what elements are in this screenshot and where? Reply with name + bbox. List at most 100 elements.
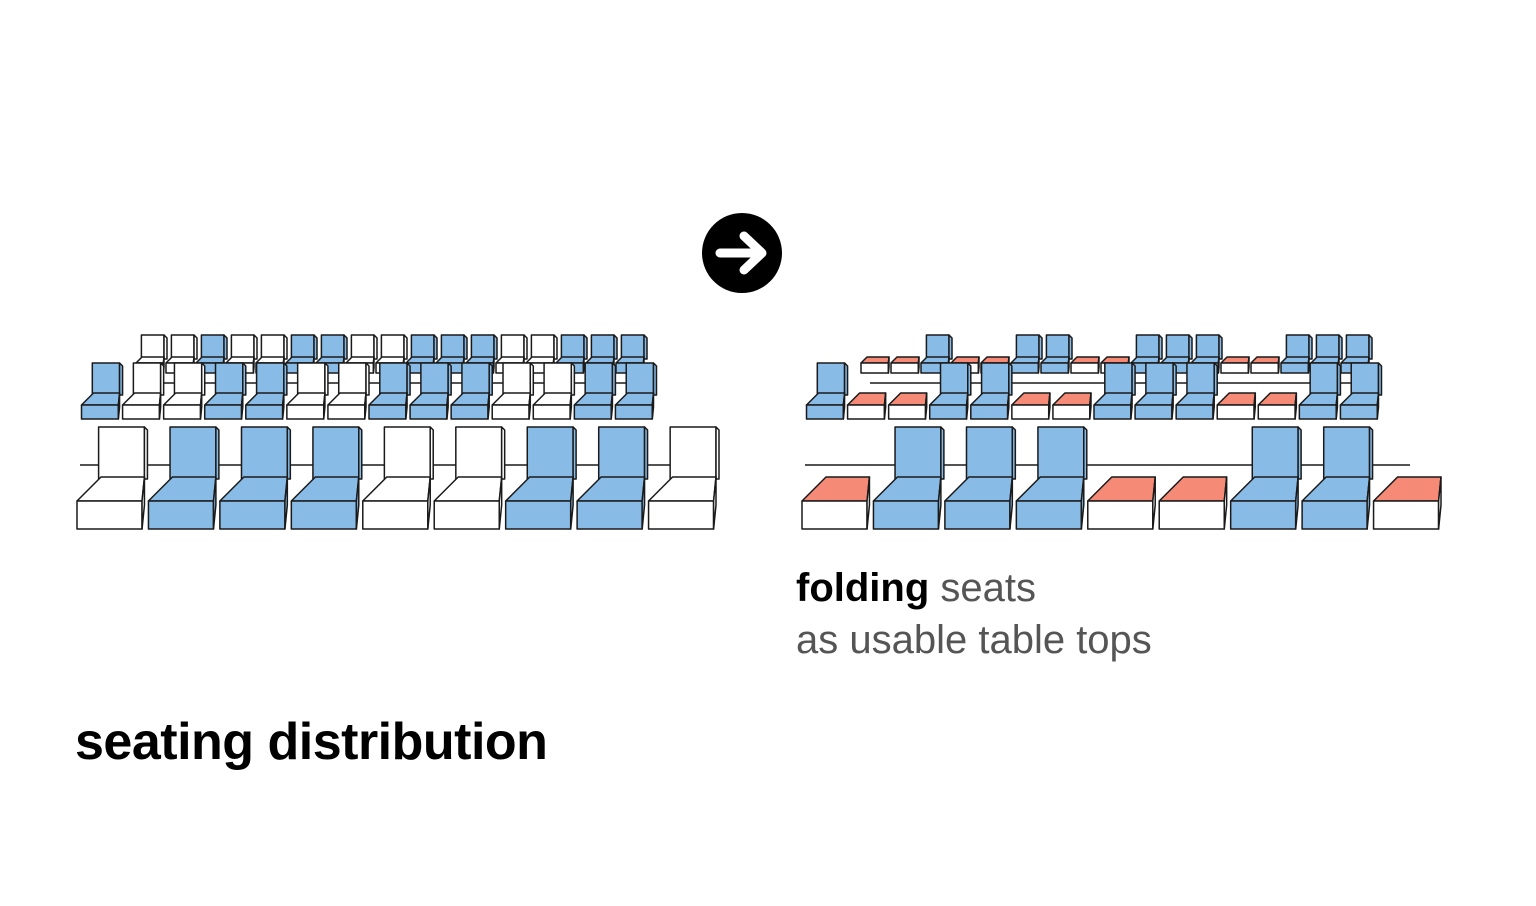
seat-top xyxy=(315,356,345,364)
seat-backrest-side xyxy=(611,362,617,396)
middle-row-seat xyxy=(162,362,206,420)
middle-row-seat xyxy=(805,362,849,420)
seat-side xyxy=(1294,392,1298,420)
seat-front xyxy=(614,404,654,420)
seat-backrest-side xyxy=(523,334,528,360)
seat-top xyxy=(1087,476,1156,502)
seat-top xyxy=(195,356,225,364)
seat-backrest xyxy=(1322,426,1371,480)
seat-top xyxy=(920,356,950,364)
seat-front xyxy=(147,500,215,530)
seat-backrest xyxy=(939,362,969,396)
seat-backrest-side xyxy=(159,362,165,396)
seat-top xyxy=(801,476,871,502)
seat-backrest-side xyxy=(500,426,506,480)
seat-backrest-side xyxy=(1338,334,1343,360)
seat-backrest xyxy=(91,362,121,396)
front-row-seat xyxy=(1015,426,1088,530)
seat-front xyxy=(1015,500,1083,530)
seat-backrest xyxy=(980,362,1010,396)
back-row-seat xyxy=(860,356,890,374)
seat-front xyxy=(928,404,968,420)
seat-backrest xyxy=(1315,334,1340,360)
seat-backrest xyxy=(440,334,465,360)
seat-backrest xyxy=(420,362,449,396)
seat-backrest xyxy=(169,426,217,480)
seat-front xyxy=(1216,404,1255,420)
front-row-seat xyxy=(504,426,577,530)
front-row-seat xyxy=(1301,426,1374,530)
seat-top xyxy=(345,356,375,364)
seat-side xyxy=(712,476,717,530)
seat-side xyxy=(158,392,162,420)
seat-top xyxy=(162,392,203,406)
seat-top xyxy=(585,356,615,364)
seat-top xyxy=(860,356,890,364)
seat-side xyxy=(492,356,495,374)
seat-top xyxy=(327,392,367,406)
middle-row-seat xyxy=(286,362,329,420)
seat-top xyxy=(890,356,920,364)
seat-top xyxy=(525,356,555,364)
seat-top xyxy=(1011,392,1051,406)
back-row-seat xyxy=(1220,356,1250,374)
seat-backrest-side xyxy=(283,334,288,360)
middle-row-seat xyxy=(121,362,165,420)
seat-backrest xyxy=(455,426,503,480)
seat-top xyxy=(1310,356,1340,364)
seat-backrest xyxy=(1015,334,1040,360)
seat-top xyxy=(245,392,285,406)
seat-side xyxy=(1335,392,1339,420)
seat-backrest xyxy=(312,426,360,480)
seat-top xyxy=(1298,392,1339,406)
seat-backrest-side xyxy=(118,362,124,396)
seat-backrest xyxy=(97,426,146,480)
back-row-seat xyxy=(555,334,588,374)
back-row-seat xyxy=(195,334,228,374)
seat-backrest-side xyxy=(488,362,493,396)
back-row-seat xyxy=(1010,334,1043,374)
middle-row-seat xyxy=(928,362,972,420)
seat-side xyxy=(1067,356,1070,374)
back-row-seat xyxy=(1250,356,1280,374)
seat-front xyxy=(1257,404,1296,420)
seat-side xyxy=(1080,476,1085,530)
seat-side xyxy=(427,476,431,530)
seat-backrest-side xyxy=(373,334,378,360)
seat-backrest-side xyxy=(253,334,258,360)
seat-backrest-side xyxy=(529,362,535,396)
seat-top xyxy=(165,356,195,364)
front-row-seat xyxy=(76,426,149,530)
seat-side xyxy=(1212,392,1215,420)
front-row-seat xyxy=(1158,476,1228,530)
seat-top xyxy=(405,356,435,364)
seat-top xyxy=(1372,476,1442,502)
seat-backrest xyxy=(380,334,405,360)
seat-front xyxy=(1339,404,1379,420)
seat-front xyxy=(1220,362,1250,374)
seat-side xyxy=(866,476,871,530)
middle-row-seat xyxy=(203,362,247,420)
middle-row-seat xyxy=(491,362,535,420)
seat-front xyxy=(368,404,407,420)
right-seating-layout xyxy=(801,334,1442,530)
seat-top xyxy=(285,356,315,364)
page-title: seating distribution xyxy=(75,713,548,771)
seat-side xyxy=(937,476,942,530)
seat-front xyxy=(1229,500,1297,530)
middle-row-seat xyxy=(532,362,576,420)
seat-top xyxy=(615,356,645,364)
seat-top xyxy=(368,392,408,406)
seat-top xyxy=(846,392,887,406)
seat-backrest-side xyxy=(613,334,618,360)
seat-front xyxy=(504,500,572,530)
seat-front xyxy=(970,404,1009,420)
seat-backrest-side xyxy=(193,334,198,360)
seat-front xyxy=(1280,362,1310,374)
seat-backrest-side xyxy=(365,362,370,396)
middle-row-seat xyxy=(1134,362,1177,420)
seat-backrest-side xyxy=(429,426,434,480)
seat-backrest xyxy=(230,334,255,360)
caption: folding seats as usable table tops xyxy=(796,562,1152,666)
